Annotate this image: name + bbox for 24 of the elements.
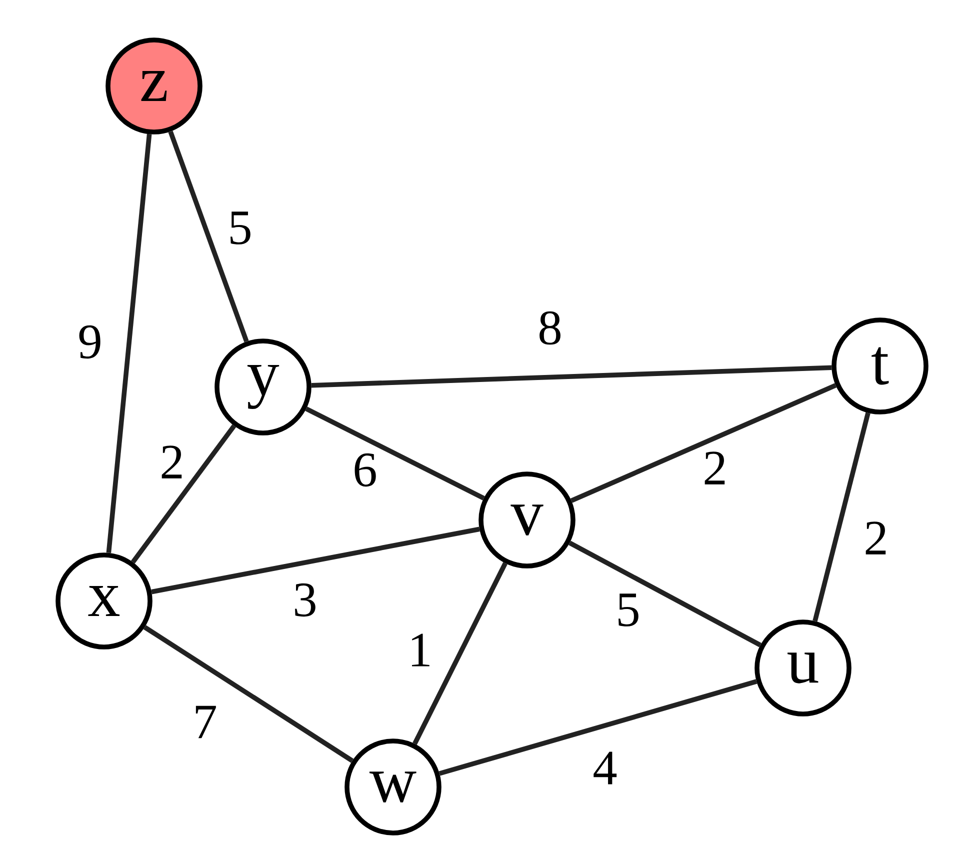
edge-label: 2: [862, 520, 890, 556]
edge-line: [812, 412, 870, 622]
edge-label: 8: [536, 310, 564, 346]
edge-line: [438, 679, 758, 776]
edge-line: [151, 526, 480, 594]
edge-line: [311, 365, 832, 388]
edge-line: [106, 134, 152, 554]
edge-label: 7: [191, 704, 219, 740]
edge-label: 9: [76, 324, 104, 360]
edge-label: 2: [158, 444, 186, 480]
edge-line: [412, 562, 508, 745]
edge-line: [570, 383, 837, 503]
edge-line: [168, 130, 249, 342]
edge-label: 5: [614, 592, 642, 628]
edge-label: 3: [291, 582, 319, 618]
edge-label: 2: [701, 450, 729, 486]
edge-line: [143, 625, 354, 763]
edge-label: 1: [406, 632, 434, 668]
edge-label: 4: [591, 750, 619, 786]
edge-label: 5: [226, 210, 254, 246]
edge-label: 6: [351, 452, 379, 488]
edge-line: [568, 540, 762, 648]
edge-line: [305, 406, 485, 500]
edge-line: [130, 424, 236, 564]
